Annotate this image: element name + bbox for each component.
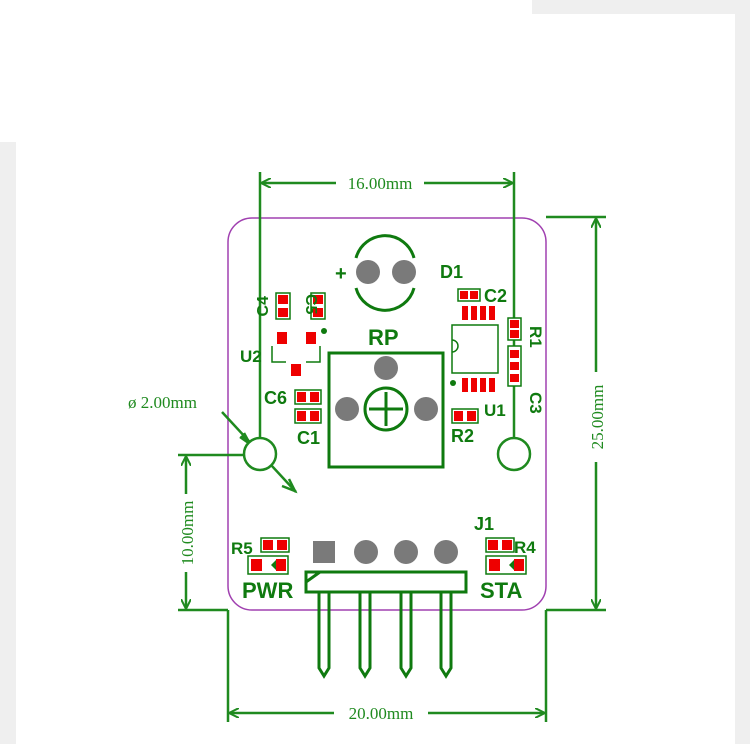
- led-pwr: [247, 555, 289, 575]
- label-u1: U1: [484, 401, 506, 420]
- led-polarity-plus: +: [335, 263, 347, 285]
- cap-c6: [294, 389, 322, 405]
- hole-diameter-label: ø 2.00mm: [128, 393, 197, 412]
- background-strip-top: [532, 0, 750, 14]
- label-c1: C1: [297, 428, 320, 448]
- chip-u2: [271, 328, 327, 376]
- dimension-right: [546, 215, 606, 612]
- potentiometer-rp: [327, 351, 445, 469]
- chip-u1: [450, 306, 499, 392]
- resistor-r2: [451, 408, 479, 424]
- background-strip-right: [735, 14, 750, 744]
- label-u2: U2: [240, 347, 262, 366]
- dimension-left-label: 10.00mm: [178, 501, 197, 566]
- label-pwr: PWR: [242, 578, 293, 603]
- dimension-top-label: 16.00mm: [348, 174, 413, 193]
- dimension-top: [258, 172, 516, 455]
- resistor-r5: [260, 537, 290, 553]
- label-c4: C4: [255, 296, 272, 317]
- label-c6: C6: [264, 388, 287, 408]
- resistor-r1: [507, 317, 522, 341]
- label-c3: C3: [526, 392, 545, 414]
- cap-c1: [294, 408, 322, 424]
- label-r2: R2: [451, 426, 474, 446]
- label-rp: RP: [368, 325, 399, 350]
- label-j1: J1: [474, 514, 494, 534]
- label-c2: C2: [484, 286, 507, 306]
- resistor-r4: [485, 537, 515, 553]
- label-sta: STA: [480, 578, 522, 603]
- label-r5: R5: [231, 539, 253, 558]
- cap-c2: [457, 288, 481, 302]
- mounting-hole-right: [496, 436, 532, 472]
- cap-c3: [507, 345, 522, 387]
- cap-c4: [275, 292, 291, 320]
- cap-c5: [310, 292, 326, 320]
- dimension-bottom: [226, 610, 548, 722]
- background-strip-left: [0, 142, 16, 744]
- label-r1: R1: [526, 326, 545, 348]
- mounting-hole-left: [242, 436, 278, 472]
- led-d1: [354, 234, 416, 312]
- dimension-right-label: 25.00mm: [588, 385, 607, 450]
- label-r4: R4: [514, 538, 536, 557]
- label-c5: C5: [302, 294, 319, 315]
- board-outline: [227, 217, 547, 611]
- label-d1: D1: [440, 262, 463, 282]
- led-sta: [485, 555, 527, 575]
- header-j1: [304, 540, 468, 679]
- dimension-bottom-label: 20.00mm: [349, 704, 414, 723]
